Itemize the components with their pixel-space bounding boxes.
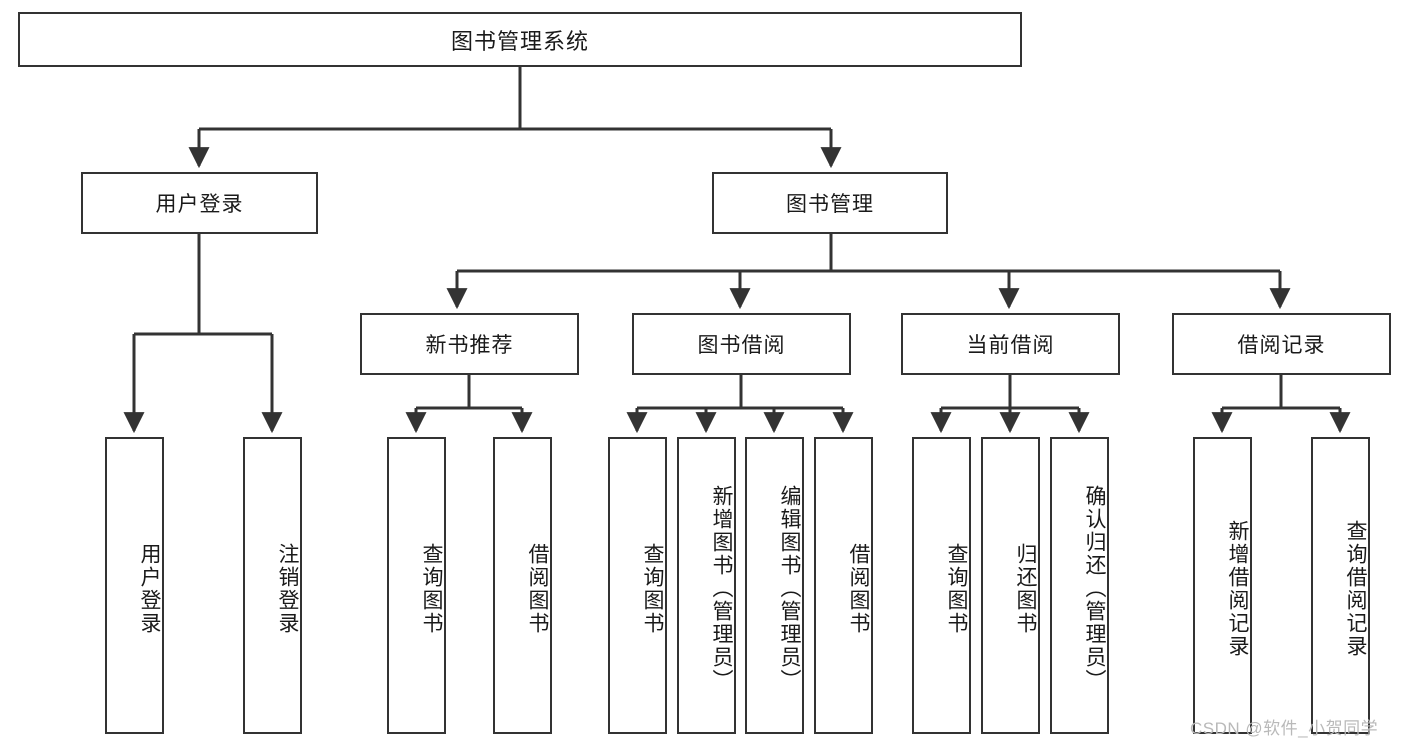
node-book-management-label: 图书管理 [786, 193, 874, 216]
node-root[interactable]: 图书管理系统 [18, 12, 1022, 67]
node-book-management[interactable]: 图书管理 [712, 172, 948, 234]
node-leaf-add-book[interactable]: 新增图书（管理员） [677, 437, 736, 734]
node-leaf-query-book-2[interactable]: 查询图书 [608, 437, 667, 734]
node-current-borrow[interactable]: 当前借阅 [901, 313, 1120, 375]
node-leaf-query-book-1[interactable]: 查询图书 [387, 437, 446, 734]
node-new-book-recommend[interactable]: 新书推荐 [360, 313, 579, 375]
node-leaf-borrow-book-2-label: 借阅图书 [847, 542, 870, 635]
node-book-borrow-label: 图书借阅 [697, 334, 786, 357]
csdn-watermark: CSDN @软件_小贺同学 [1190, 719, 1379, 738]
node-new-book-recommend-label: 新书推荐 [425, 334, 514, 357]
node-leaf-user-login[interactable]: 用户登录 [105, 437, 164, 734]
node-user-login-label: 用户登录 [155, 193, 244, 216]
node-leaf-query-record-label: 查询借阅记录 [1344, 519, 1367, 658]
node-current-borrow-label: 当前借阅 [966, 334, 1055, 357]
node-leaf-logout-login[interactable]: 注销登录 [243, 437, 302, 734]
node-leaf-add-record[interactable]: 新增借阅记录 [1193, 437, 1252, 734]
node-borrow-record-label: 借阅记录 [1237, 334, 1326, 357]
node-leaf-confirm-return[interactable]: 确认归还（管理员） [1050, 437, 1109, 734]
node-leaf-query-book-3-label: 查询图书 [945, 542, 968, 635]
node-leaf-borrow-book-2[interactable]: 借阅图书 [814, 437, 873, 734]
node-leaf-return-book-label: 归还图书 [1014, 542, 1037, 635]
node-leaf-add-book-label: 新增图书（管理员） [710, 485, 733, 692]
node-leaf-query-book-2-label: 查询图书 [641, 542, 664, 635]
node-leaf-query-book-3[interactable]: 查询图书 [912, 437, 971, 734]
node-root-label: 图书管理系统 [450, 28, 589, 54]
node-leaf-borrow-book-1[interactable]: 借阅图书 [493, 437, 552, 734]
node-book-borrow[interactable]: 图书借阅 [632, 313, 851, 375]
node-leaf-add-record-label: 新增借阅记录 [1226, 519, 1249, 658]
node-leaf-borrow-book-1-label: 借阅图书 [526, 542, 549, 635]
node-leaf-user-login-label: 用户登录 [138, 542, 161, 635]
node-leaf-return-book[interactable]: 归还图书 [981, 437, 1040, 734]
node-borrow-record[interactable]: 借阅记录 [1172, 313, 1391, 375]
node-leaf-edit-book[interactable]: 编辑图书（管理员） [745, 437, 804, 734]
node-user-login[interactable]: 用户登录 [81, 172, 318, 234]
node-leaf-logout-login-label: 注销登录 [276, 542, 299, 635]
node-leaf-query-record[interactable]: 查询借阅记录 [1311, 437, 1370, 734]
node-leaf-query-book-1-label: 查询图书 [420, 542, 443, 635]
node-leaf-confirm-return-label: 确认归还（管理员） [1083, 485, 1106, 692]
node-leaf-edit-book-label: 编辑图书（管理员） [778, 485, 801, 692]
